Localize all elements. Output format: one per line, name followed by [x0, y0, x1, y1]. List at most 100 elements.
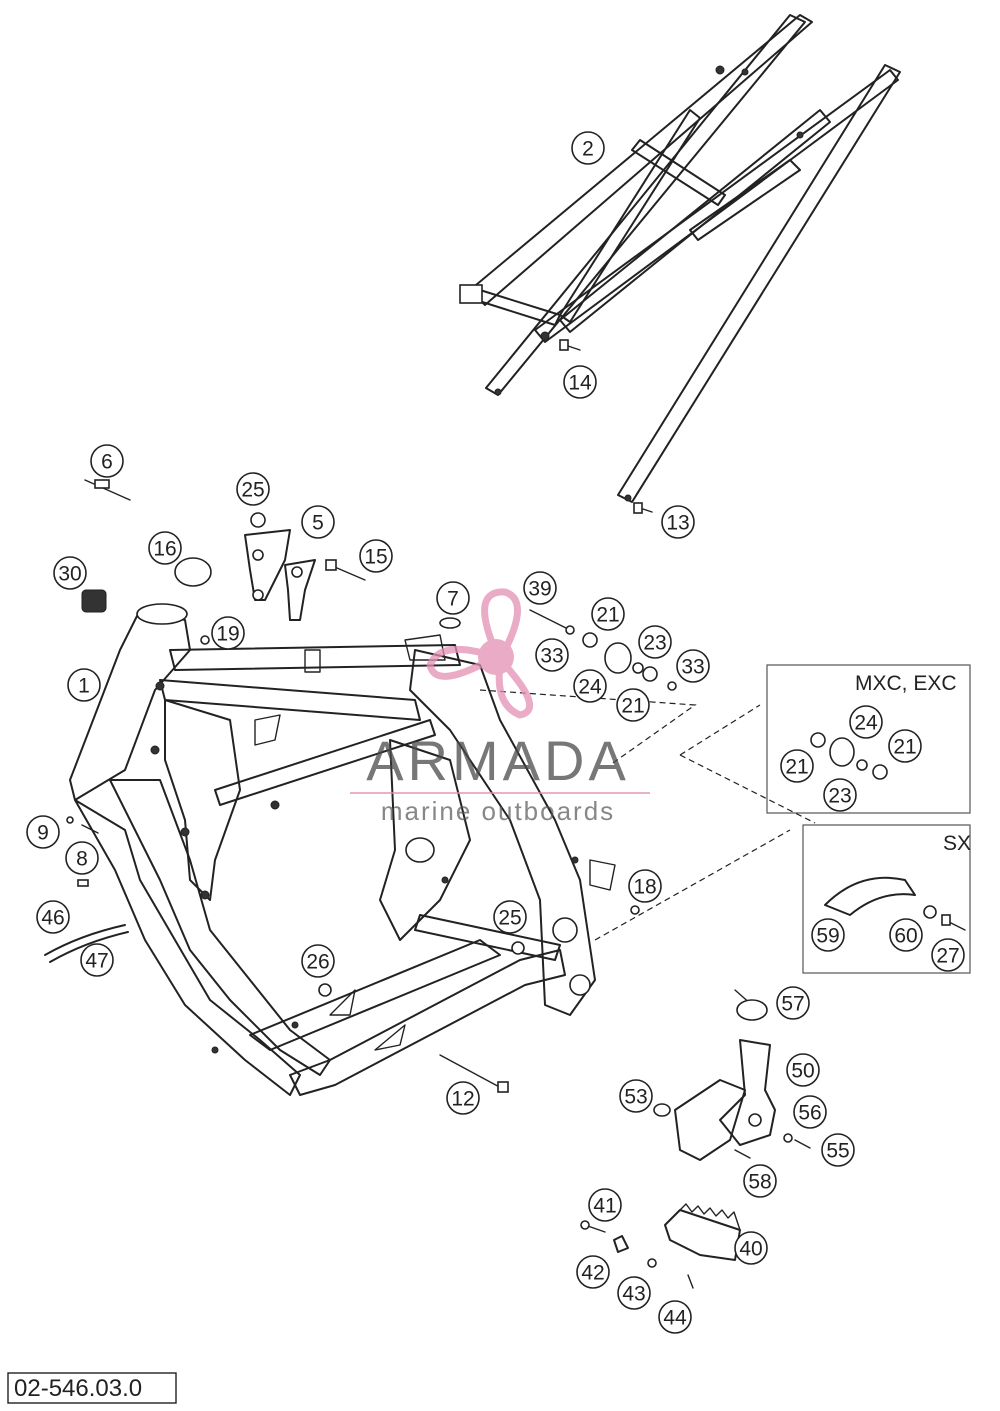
callout-label: 53: [624, 1086, 647, 1109]
callout-circle: [563, 365, 597, 399]
callout-40: 40: [734, 1231, 768, 1265]
callout-7: 7: [436, 581, 470, 615]
callout-label: 27: [936, 945, 959, 968]
callout-50: 50: [786, 1053, 820, 1087]
callout-label: 25: [498, 907, 521, 930]
callout-circle: [591, 597, 625, 631]
callout-circle: [658, 1300, 692, 1334]
callout-circle: [811, 918, 845, 952]
callout-circle: [616, 688, 650, 722]
sx-parts: [824, 876, 966, 931]
callout-56: 56: [793, 1095, 827, 1129]
callout-label: 56: [798, 1102, 821, 1125]
callout-circle: [793, 1095, 827, 1129]
callout-21: 21: [780, 749, 814, 783]
callout-label: 60: [894, 925, 917, 948]
callout-25: 25: [493, 900, 527, 934]
callout-circle: [734, 1231, 768, 1265]
callout-circle: [573, 669, 607, 703]
callout-label: 21: [785, 756, 808, 779]
callout-23: 23: [823, 778, 857, 812]
document-code-box: [7, 1372, 177, 1404]
callout-30: 30: [53, 556, 87, 590]
callout-circle: [821, 1133, 855, 1167]
callout-circle: [523, 571, 557, 605]
watermark-tagline: marine outboards: [381, 796, 615, 826]
callout-circle: [301, 505, 335, 539]
callout-label: 33: [681, 656, 704, 679]
callout-label: 21: [621, 695, 644, 718]
callout-53: 53: [619, 1079, 653, 1113]
callout-circle: [301, 944, 335, 978]
callout-label: 42: [581, 1262, 604, 1285]
variant-label-mxc-exc: MXC, EXC: [855, 672, 957, 695]
callout-circle: [36, 900, 70, 934]
callout-label: 6: [101, 451, 113, 474]
callout-circle: [638, 625, 672, 659]
callout-24: 24: [849, 705, 883, 739]
callout-label: 19: [216, 623, 239, 646]
callout-47: 47: [80, 943, 114, 977]
frame-hardware: [318, 829, 791, 1093]
callout-label: 26: [306, 951, 329, 974]
callout-60: 60: [889, 918, 923, 952]
callout-label: 55: [826, 1140, 849, 1163]
callout-12: 12: [446, 1081, 480, 1115]
callout-15: 15: [359, 539, 393, 573]
callout-circle: [619, 1079, 653, 1113]
callout-label: 47: [85, 950, 108, 973]
callout-circle: [776, 986, 810, 1020]
callout-59: 59: [811, 918, 845, 952]
callout-label: 12: [451, 1088, 474, 1111]
callout-18: 18: [628, 869, 662, 903]
callout-label: 24: [854, 712, 878, 735]
pivot-hardware: [479, 609, 697, 766]
callout-23: 23: [638, 625, 672, 659]
callout-circle: [588, 1188, 622, 1222]
callout-circle: [888, 729, 922, 763]
callout-41: 41: [588, 1188, 622, 1222]
callout-circle: [26, 815, 60, 849]
callout-circle: [80, 943, 114, 977]
callout-label: 15: [364, 546, 387, 569]
callout-label: 21: [596, 604, 619, 627]
callout-circle: [576, 1255, 610, 1289]
callout-58: 58: [743, 1164, 777, 1198]
callout-14: 14: [563, 365, 597, 399]
callout-circle: [786, 1053, 820, 1087]
callout-label: 33: [540, 645, 563, 668]
watermark-brand: ARMADA: [366, 729, 630, 792]
callout-circle: [67, 668, 101, 702]
variant-box-mxc-exc: [766, 664, 971, 814]
callout-circle: [148, 531, 182, 565]
callout-label: 5: [312, 512, 324, 535]
callout-circle: [617, 1276, 651, 1310]
callout-33: 33: [676, 649, 710, 683]
callout-42: 42: [576, 1255, 610, 1289]
callout-label: 44: [663, 1307, 687, 1330]
callout-label: 40: [739, 1238, 762, 1261]
callout-24: 24: [573, 669, 607, 703]
callout-label: 23: [643, 632, 666, 655]
callout-57: 57: [776, 986, 810, 1020]
document-code: 02-546.03.0: [14, 1375, 142, 1402]
main-frame-drawing: [69, 603, 616, 1096]
callout-circle: [931, 938, 965, 972]
callout-circle: [236, 472, 270, 506]
callout-circle: [535, 638, 569, 672]
variant-box-sx: [802, 824, 971, 974]
callout-21: 21: [616, 688, 650, 722]
callout-label: 13: [666, 512, 689, 535]
callout-label: 59: [816, 925, 839, 948]
left-small-parts: [44, 816, 129, 963]
callout-1: 1: [67, 668, 101, 702]
callout-circle: [849, 705, 883, 739]
callout-label: 9: [37, 822, 49, 845]
callout-label: 58: [748, 1171, 771, 1194]
callout-circle: [780, 749, 814, 783]
callout-label: 30: [58, 563, 81, 586]
callout-label: 25: [241, 479, 264, 502]
callout-label: 1: [78, 675, 90, 698]
callout-circle: [493, 900, 527, 934]
